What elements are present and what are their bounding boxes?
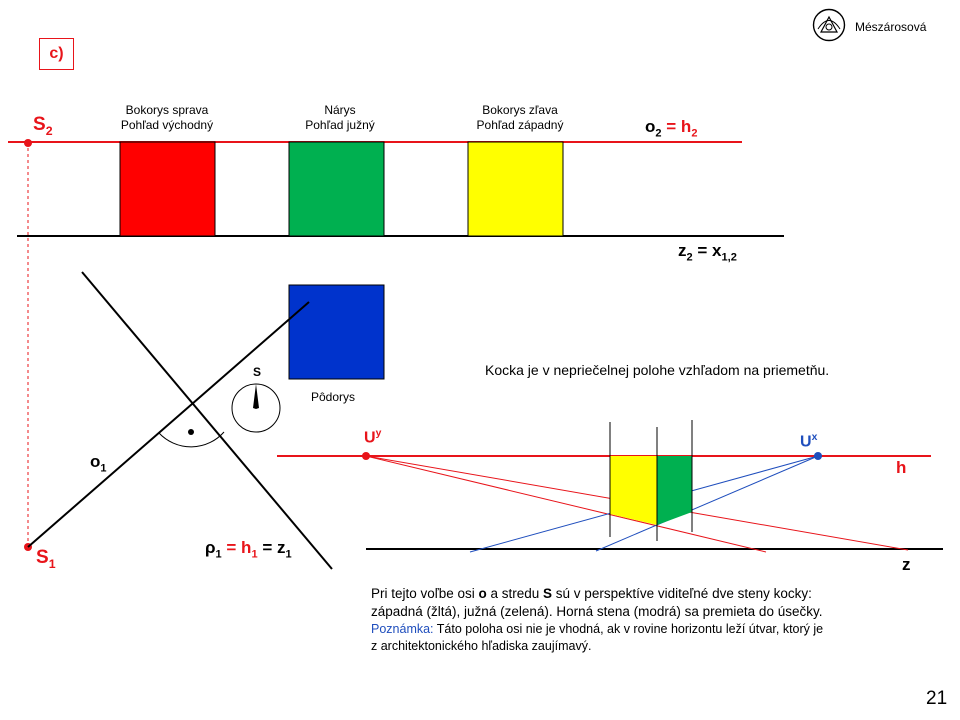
uy-label: Uy <box>364 428 382 447</box>
ground-z-label: z <box>902 555 911 574</box>
horizon-h-label: h <box>896 458 907 477</box>
right-angle-dot <box>188 429 194 435</box>
rho1-h1-z1-label: ρ1 = h1 = z1 <box>205 538 292 561</box>
notes-remark-line-1: Poznámka: Táto poloha osi nie je vhodná,… <box>371 622 824 636</box>
uy-point <box>362 452 370 460</box>
notes-line-1: Pri tejto voľbe osi o a stredu S sú v pe… <box>371 586 812 601</box>
front-view-square <box>288 141 385 237</box>
south-face-green <box>657 456 692 525</box>
slide-tag: c) <box>39 38 74 70</box>
right-side-view-caption: Bokorys sprava Pohľad východný <box>120 103 214 132</box>
o1-axis-line <box>27 301 310 548</box>
front-view-caption: Nárys Pohľad južný <box>305 103 375 132</box>
page-number: 21 <box>926 688 948 709</box>
author-logo <box>812 8 846 42</box>
notes-remark-line-2: z architektonického hľadiska zaujímavý. <box>371 639 592 653</box>
rho1-line <box>81 271 333 570</box>
uy-ray-1 <box>365 455 767 553</box>
compass-s-label: S <box>253 365 262 379</box>
o2-h2-label: o2 = h2 <box>645 117 698 140</box>
s2-label: S2 <box>33 114 53 138</box>
explanation-notes: Pri tejto voľbe osi o a stredu S sú v pe… <box>371 585 916 655</box>
author-name: Mészárosová <box>855 20 927 34</box>
notes-line-2: západná (žltá), južná (zelená). Horná st… <box>371 604 823 619</box>
left-side-view-square <box>467 141 564 237</box>
plan-view-caption: Pôdorys <box>311 390 356 404</box>
ux-label: Ux <box>800 432 818 451</box>
z2-x12-label: z2 = x1,2 <box>678 241 737 264</box>
right-angle-arc <box>158 431 225 448</box>
cube-position-statement: Kocka je v nepriečelnej polohe vzhľadom … <box>485 362 830 378</box>
west-face-yellow <box>610 456 657 525</box>
o1-label: o1 <box>90 452 107 475</box>
ux-point <box>814 452 822 460</box>
ux-ray-2 <box>595 455 819 552</box>
plan-view-square <box>288 284 385 380</box>
right-side-view-square <box>119 141 216 237</box>
s1-label: S1 <box>36 547 56 571</box>
s2-point <box>24 139 32 147</box>
left-side-view-caption: Bokorys zľava Pohľad západný <box>476 103 564 132</box>
compass-needle <box>253 384 259 409</box>
